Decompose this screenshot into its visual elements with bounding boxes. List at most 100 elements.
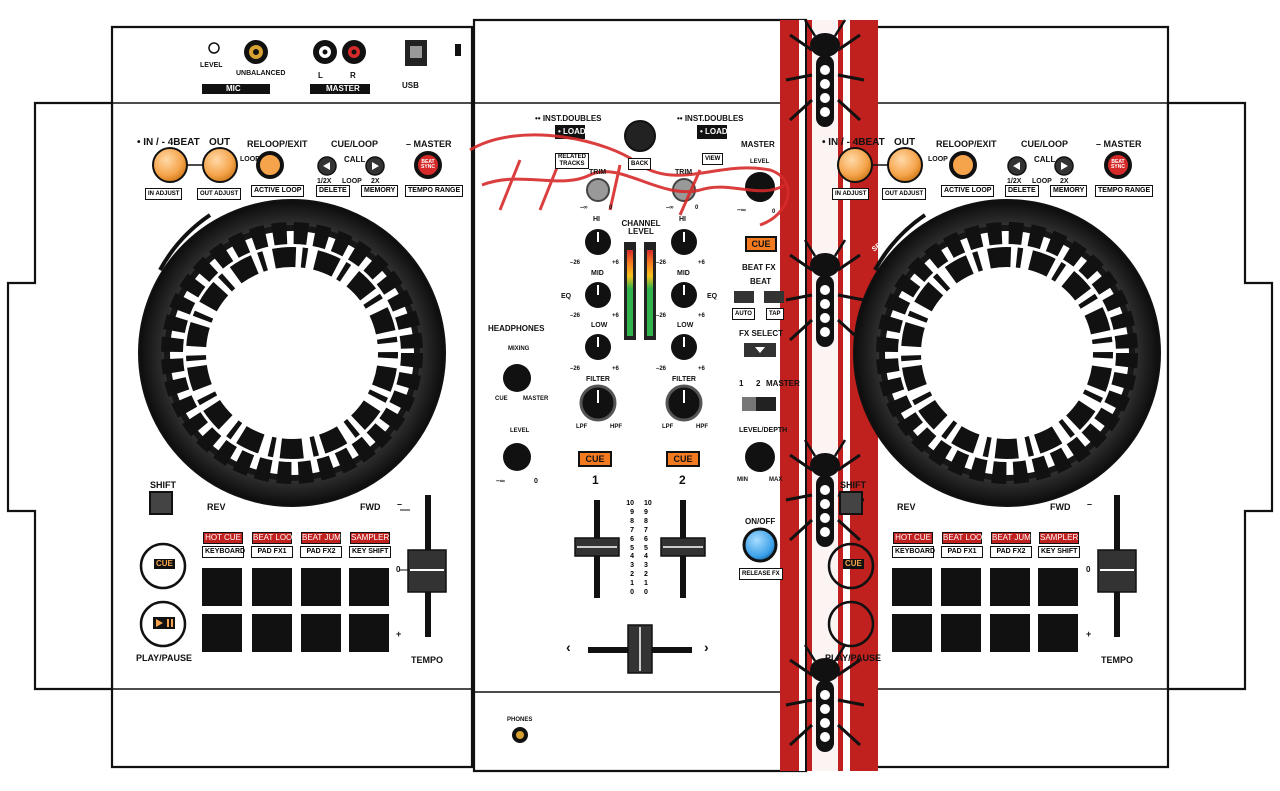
lpf-label-1: LPF <box>576 424 588 430</box>
cue-button-right[interactable] <box>827 542 875 590</box>
reloop-exit-button-right[interactable] <box>949 151 977 179</box>
beat-sync-label-left: BEAT SYNC <box>421 159 435 170</box>
in-4beat-button-right[interactable] <box>837 147 873 183</box>
hi-label-2: HI <box>679 216 686 223</box>
mic-level-knob[interactable] <box>208 42 220 54</box>
rear-panel <box>202 40 461 94</box>
jog-wheel-left[interactable] <box>138 199 446 507</box>
mixer-section <box>503 120 784 743</box>
out-button-right[interactable] <box>887 147 923 183</box>
pad-right-4[interactable] <box>1038 568 1078 606</box>
tempo-zero-label-right: 0 <box>1086 565 1091 574</box>
level-depth-label: LEVEL/DEPTH <box>739 427 788 434</box>
pad-left-7[interactable] <box>301 614 341 652</box>
fader-scale-2-8: 8 <box>644 517 648 525</box>
pad-left-3[interactable] <box>301 568 341 606</box>
hi-max-label-2: +6 <box>698 260 705 266</box>
delete-label-right: DELETE <box>1005 185 1039 197</box>
pad-right-5[interactable] <box>892 614 932 652</box>
cue-button-2[interactable]: CUE <box>666 451 700 467</box>
channel-1-label: 1 <box>592 473 599 487</box>
shift-button-right[interactable] <box>839 491 863 515</box>
crossfader-left-arrow: ‹ <box>566 639 571 655</box>
search-arc-right <box>873 213 927 271</box>
beat-fx-left-button[interactable] <box>734 291 754 303</box>
eq-label-1: EQ <box>561 293 572 300</box>
headphones-label: HEADPHONES <box>488 324 545 333</box>
headphones-level-knob[interactable] <box>503 443 531 471</box>
beat-sync-button-right[interactable] <box>1104 151 1132 179</box>
call-label-right: CALL <box>1034 155 1056 164</box>
loop-label-right: LOOP <box>928 156 948 163</box>
master-cue-button[interactable]: CUE <box>745 236 777 252</box>
mid-label-1: MID <box>591 270 604 277</box>
pad-left-1[interactable] <box>202 568 242 606</box>
jog-wheel-right[interactable] <box>853 199 1161 507</box>
reloop-exit-label-right: RELOOP/EXIT <box>936 139 997 149</box>
pad-left-2[interactable] <box>252 568 292 606</box>
reloop-exit-button-left[interactable] <box>256 151 284 179</box>
load-button-right[interactable] <box>697 125 727 139</box>
rev-label-left: REV <box>207 502 226 512</box>
beetle-artwork <box>784 19 866 754</box>
fwd-label-left: FWD <box>360 502 381 512</box>
rear-master-label: MASTER <box>326 84 360 93</box>
master-level-max: 0 <box>772 209 776 215</box>
out-button-left[interactable] <box>202 147 238 183</box>
cue-label-right: CUE <box>843 559 864 569</box>
pad-right-3[interactable] <box>990 568 1030 606</box>
in-4beat-label-right: • IN / - 4BEAT <box>822 137 885 148</box>
low-min-label-2: –26 <box>656 366 667 372</box>
pad-right-2[interactable] <box>941 568 981 606</box>
in-4beat-button-left[interactable] <box>152 147 188 183</box>
two-x-label-right: 2X <box>1060 178 1069 185</box>
trim-label-1: TRIM <box>589 169 607 176</box>
headphones-mixing-knob[interactable] <box>503 364 531 392</box>
tempo-zero-label-left: 0 <box>396 565 401 574</box>
phones-label: PHONES <box>507 717 533 723</box>
fx-level-depth-knob[interactable] <box>745 442 775 472</box>
pad-left-6[interactable] <box>252 614 292 652</box>
hpf-label-1: HPF <box>610 424 622 430</box>
pad-left-8[interactable] <box>349 614 389 652</box>
beat-fx-on-off-button[interactable] <box>742 527 778 563</box>
shift-button-left[interactable] <box>149 491 173 515</box>
cue-button-1[interactable]: CUE <box>578 451 612 467</box>
hp-level-max-label: 0 <box>534 478 538 485</box>
fader-scale-1-8: 8 <box>630 517 634 525</box>
cue-loop-label-right: CUE/LOOP <box>1021 139 1069 149</box>
pad-right-7[interactable] <box>990 614 1030 652</box>
pad-left-4[interactable] <box>349 568 389 606</box>
lpf-label-2: LPF <box>662 424 674 430</box>
channel-level-label: CHANNEL LEVEL <box>621 219 661 236</box>
hot-cue-label-right: HOT CUE <box>893 532 933 544</box>
active-loop-label-left: ACTIVE LOOP <box>251 185 305 197</box>
pad-left-5[interactable] <box>202 614 242 652</box>
trim-knob-1[interactable] <box>586 178 610 202</box>
master-l-label: L <box>318 71 323 80</box>
master-level-knob[interactable] <box>745 172 775 202</box>
pad-right-6[interactable] <box>941 614 981 652</box>
beat-loop-label-right: BEAT LOOP <box>942 532 988 544</box>
performance-pads-right <box>892 568 1078 652</box>
memory-label-left: MEMORY <box>361 185 399 197</box>
tempo-label-right: TEMPO <box>1101 655 1134 665</box>
beat-fx-right-button[interactable] <box>764 291 784 303</box>
beat-sync-button-left[interactable] <box>414 151 442 179</box>
fwd-label-right: FWD <box>1050 502 1071 512</box>
shift-label-right: SHIFT <box>840 480 866 490</box>
mid-max-label-2: +6 <box>698 313 705 319</box>
half-x-label-right: 1/2X <box>1007 178 1022 185</box>
pad-right-8[interactable] <box>1038 614 1078 652</box>
fader-scale-2-3: 3 <box>644 562 648 570</box>
fader-scale-1-9: 9 <box>630 508 634 516</box>
tempo-slider-right[interactable] <box>1097 495 1137 637</box>
master-label-left: – MASTER <box>406 139 452 149</box>
tempo-slider-left[interactable] <box>400 495 447 637</box>
low-label-1: LOW <box>591 322 608 329</box>
pad-right-1[interactable] <box>892 568 932 606</box>
play-pause-button-right[interactable] <box>827 600 875 648</box>
browse-knob[interactable] <box>624 120 656 152</box>
memory-label-right: MEMORY <box>1050 185 1088 197</box>
